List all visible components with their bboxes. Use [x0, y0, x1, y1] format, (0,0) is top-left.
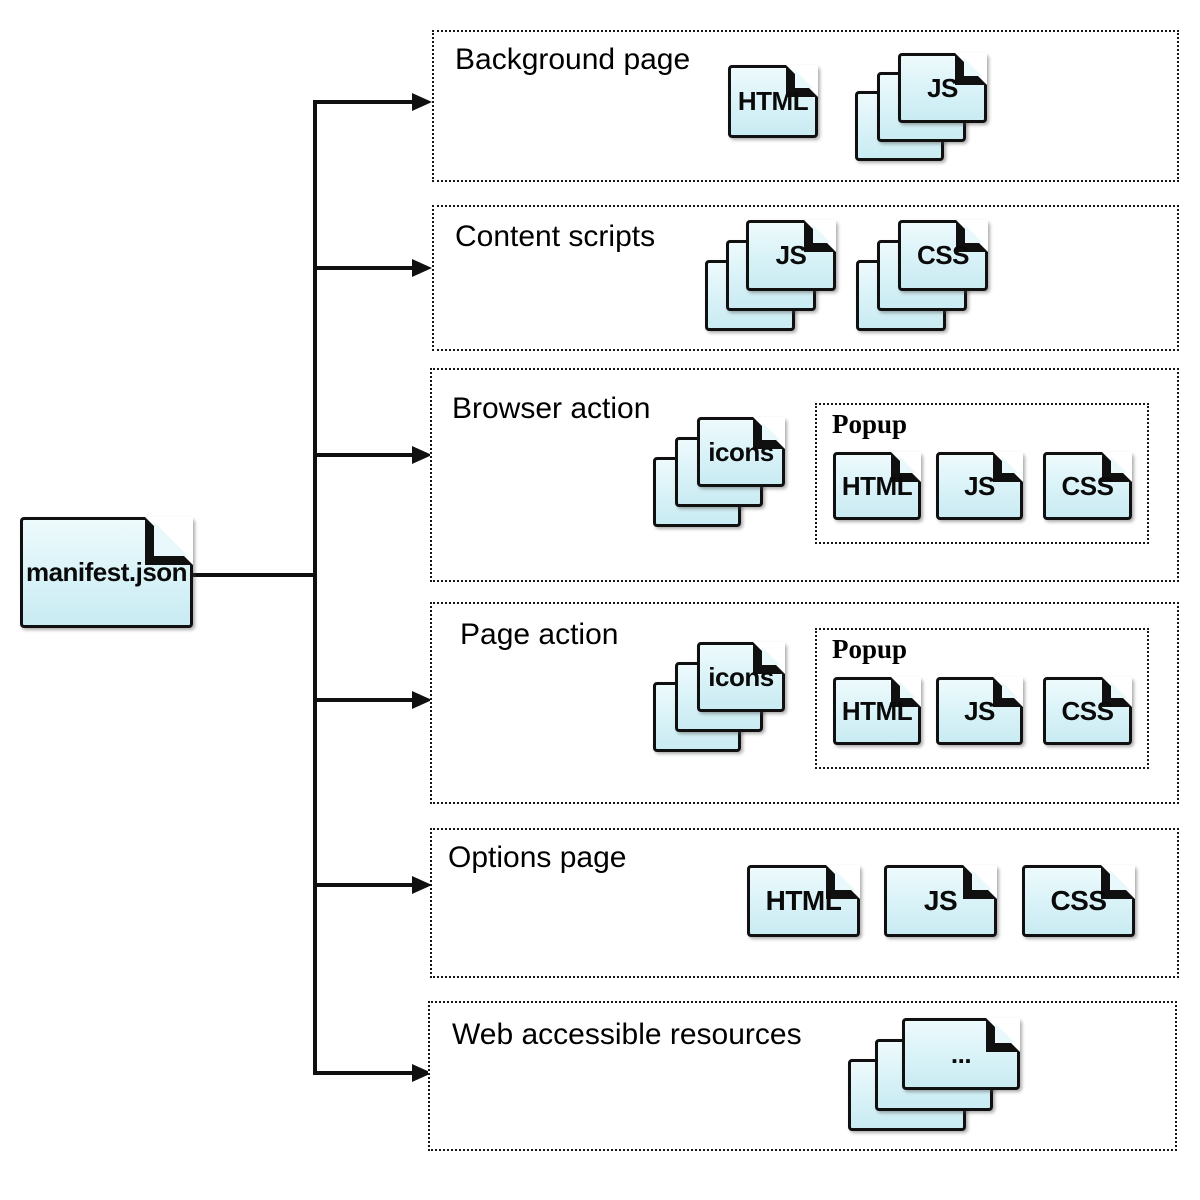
section-content-scripts-title: Content scripts: [455, 220, 656, 253]
stack-sheet-front: ...: [902, 1018, 1020, 1090]
arrow-line-page-action: [313, 698, 412, 702]
section-options-page-title: Options page: [448, 841, 627, 874]
stack-sheet-front: icons: [697, 642, 785, 712]
popup-css-file-icon: CSS: [1043, 677, 1132, 745]
js-file-label: JS: [923, 885, 958, 916]
popup-box: [815, 628, 1149, 769]
trunk-line: [313, 100, 317, 1075]
popup-js-file-label: JS: [964, 470, 995, 501]
popup-html-file-icon: HTML: [833, 677, 921, 745]
section-browser-action-title: Browser action: [452, 392, 651, 425]
html-file-icon: HTML: [747, 865, 860, 937]
section-page-action-title: Page action: [460, 618, 619, 651]
manifest-file-icon: manifest.json: [20, 517, 193, 628]
more-files-label: ...: [950, 1038, 972, 1069]
popup-html-file-icon: HTML: [833, 452, 921, 520]
arrow-line-background: [313, 100, 412, 104]
icons-file-label: icons: [708, 661, 774, 692]
popup-css-file-icon: CSS: [1043, 452, 1132, 520]
popup-title: Popup: [832, 409, 908, 439]
arrow-line-web-accessible: [313, 1071, 412, 1075]
icons-file-label: icons: [708, 436, 774, 467]
popup-js-file-icon: JS: [936, 677, 1023, 745]
html-file-label: HTML: [765, 885, 842, 916]
arrowhead-browser-action: [412, 446, 432, 464]
stack-sheet-front: JS: [746, 220, 836, 291]
arrowhead-options: [412, 876, 432, 894]
html-file-icon: HTML: [728, 65, 818, 138]
html-file-label: HTML: [737, 86, 809, 116]
js-file-label: JS: [927, 72, 958, 103]
arrow-line-browser-action: [313, 453, 412, 457]
stack-sheet-front: icons: [697, 417, 785, 487]
section-web-accessible-resources: [428, 1001, 1177, 1151]
popup-html-file-label: HTML: [841, 695, 913, 726]
popup-box: [815, 403, 1149, 544]
js-file-icon: JS: [884, 865, 997, 937]
js-file-label: JS: [775, 240, 807, 270]
popup-js-file-label: JS: [964, 695, 995, 726]
arrow-line-options: [313, 883, 412, 887]
popup-js-file-icon: JS: [936, 452, 1023, 520]
stack-sheet-front: CSS: [898, 220, 988, 291]
arrow-line-content: [313, 266, 412, 270]
css-file-label: CSS: [917, 240, 969, 270]
arrowhead-content: [412, 259, 432, 277]
stack-sheet-front: JS: [898, 53, 987, 123]
section-web-accessible-resources-title: Web accessible resources: [452, 1018, 802, 1051]
css-file-label: CSS: [1050, 885, 1107, 916]
arrowhead-background: [412, 93, 432, 111]
css-file-icon: CSS: [1022, 865, 1135, 937]
arrowhead-web-accessible: [412, 1064, 432, 1082]
section-background-page-title: Background page: [455, 43, 691, 76]
popup-css-file-label: CSS: [1061, 695, 1114, 726]
popup-css-file-label: CSS: [1061, 470, 1114, 501]
manifest-file-label: manifest.json: [25, 557, 188, 587]
manifest-connector-line: [191, 573, 317, 577]
arrowhead-page-action: [412, 691, 432, 709]
popup-title: Popup: [832, 634, 908, 664]
popup-html-file-label: HTML: [841, 470, 913, 501]
